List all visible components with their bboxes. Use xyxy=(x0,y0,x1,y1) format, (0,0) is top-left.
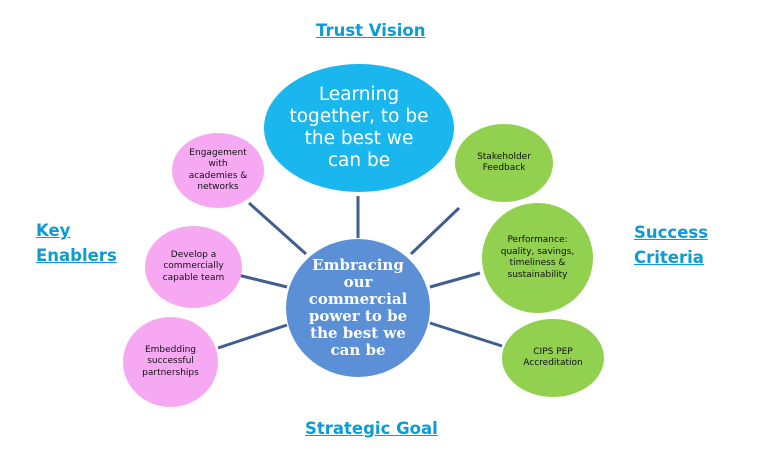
connector-cips xyxy=(429,321,503,348)
enabler-develop-team-bubble: Develop a commercially capable team xyxy=(145,226,242,308)
strategic-goal-hub: Embracing our commercial power to be the… xyxy=(286,239,430,377)
enabler-partnerships-text: Embedding successful partnerships xyxy=(142,344,199,378)
key-enablers-heading-line2: Enablers xyxy=(36,246,117,265)
connector-engagement xyxy=(247,201,308,256)
strategic-goal-text: Embracing our commercial power to be the… xyxy=(308,256,408,359)
criteria-stakeholder-text: Stakeholder Feedback xyxy=(477,151,531,174)
strategic-goal-heading: Strategic Goal xyxy=(305,419,438,438)
success-criteria-heading-line1: Success xyxy=(634,223,709,242)
key-enablers-heading-line1: Key xyxy=(36,221,71,240)
trust-vision-heading: Trust Vision xyxy=(316,21,426,40)
connector-develop-team xyxy=(237,273,288,289)
connector-stakeholder xyxy=(409,206,461,256)
connector-partnerships xyxy=(217,323,288,350)
connector-performance xyxy=(429,271,481,289)
criteria-stakeholder-bubble: Stakeholder Feedback xyxy=(455,124,553,202)
enabler-engagement-bubble: Engagement with academies & networks xyxy=(172,133,264,208)
criteria-performance-bubble: Performance: quality, savings, timelines… xyxy=(482,203,593,313)
success-criteria-heading-line2: Criteria xyxy=(634,248,704,267)
criteria-cips-text: CIPS PEP Accreditation xyxy=(523,346,583,369)
enabler-partnerships-bubble: Embedding successful partnerships xyxy=(123,317,218,407)
enabler-engagement-text: Engagement with academies & networks xyxy=(188,147,248,193)
criteria-performance-text: Performance: quality, savings, timelines… xyxy=(500,235,575,280)
enabler-develop-team-text: Develop a commercially capable team xyxy=(162,249,225,283)
trust-vision-bubble: Learning together, to be the best we can… xyxy=(264,64,454,192)
criteria-cips-bubble: CIPS PEP Accreditation xyxy=(502,319,604,397)
trust-vision-text: Learning together, to be the best we can… xyxy=(289,84,429,171)
